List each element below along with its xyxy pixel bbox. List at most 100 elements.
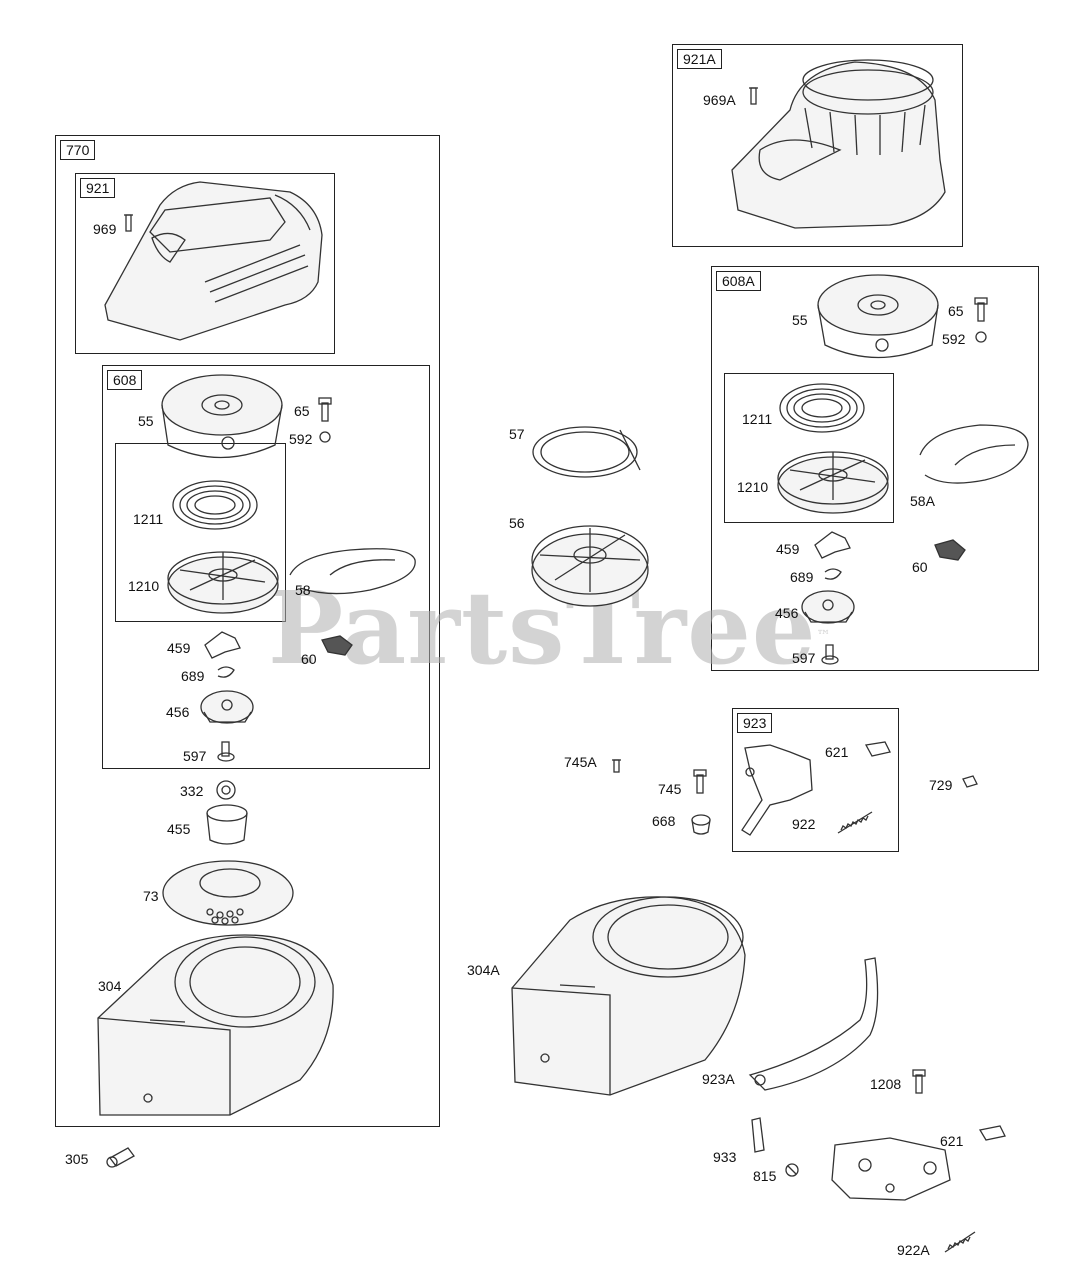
label-592-b: 592 bbox=[942, 331, 966, 347]
label-689: 689 bbox=[181, 668, 205, 684]
part-73-screen bbox=[162, 860, 294, 926]
part-65-bolt-b bbox=[974, 297, 988, 322]
label-922A: 922A bbox=[897, 1242, 930, 1258]
part-55-housing-b bbox=[817, 274, 939, 359]
part-58A-rope bbox=[919, 424, 1029, 484]
assembly-box-923: 923 bbox=[732, 708, 899, 852]
label-668: 668 bbox=[652, 813, 676, 829]
part-815-screw bbox=[785, 1163, 799, 1177]
part-668-spacer bbox=[691, 814, 711, 835]
label-60-b: 60 bbox=[912, 559, 928, 575]
label-745A: 745A bbox=[564, 754, 597, 770]
label-621: 621 bbox=[825, 744, 849, 760]
part-60-handle bbox=[321, 635, 353, 656]
part-592-nut bbox=[319, 431, 331, 443]
label-304: 304 bbox=[98, 978, 122, 994]
part-459-pawl bbox=[204, 631, 241, 659]
label-1211-b: 1211 bbox=[742, 411, 773, 427]
label-58: 58 bbox=[295, 582, 311, 598]
label-55: 55 bbox=[138, 413, 154, 429]
label-597-b: 597 bbox=[792, 650, 816, 666]
label-305: 305 bbox=[65, 1151, 89, 1167]
label-65-b: 65 bbox=[948, 303, 964, 319]
label-923A: 923A bbox=[702, 1071, 735, 1087]
part-689-clip-b bbox=[824, 568, 842, 580]
part-56-pulley bbox=[531, 525, 649, 607]
box-tag-770: 770 bbox=[60, 140, 96, 160]
label-1210-b: 1210 bbox=[737, 479, 769, 495]
watermark: PartsTree™ bbox=[268, 578, 832, 678]
part-305-bolt bbox=[106, 1147, 135, 1168]
assembly-box-770: 770 bbox=[55, 135, 440, 1127]
label-56: 56 bbox=[509, 515, 525, 531]
label-58A: 58A bbox=[910, 493, 935, 509]
part-65-bolt bbox=[318, 397, 332, 422]
part-304-housing bbox=[97, 934, 334, 1116]
part-55-housing bbox=[161, 374, 283, 459]
label-689-b: 689 bbox=[790, 569, 814, 585]
part-456-retainer bbox=[200, 690, 254, 724]
part-597-screw-b bbox=[821, 644, 839, 665]
part-745-bolt bbox=[693, 769, 707, 794]
box-tag-608A: 608A bbox=[716, 271, 761, 291]
part-921-cover bbox=[104, 181, 323, 341]
box-tag-921A: 921A bbox=[677, 49, 722, 69]
part-1211-spring bbox=[172, 480, 258, 530]
part-621-clip-b bbox=[978, 1125, 1006, 1141]
assembly-box-921: 921 bbox=[75, 173, 335, 354]
part-1210-pulley-b bbox=[777, 451, 889, 514]
part-1210-pulley bbox=[167, 551, 279, 614]
label-304A: 304A bbox=[467, 962, 500, 978]
part-304A-housing bbox=[511, 896, 746, 1096]
assembly-box-608: 608 bbox=[102, 365, 430, 769]
part-1208-bolt bbox=[912, 1069, 926, 1094]
part-governor-plate bbox=[831, 1137, 951, 1201]
part-459-pawl-b bbox=[814, 531, 851, 559]
box-tag-608: 608 bbox=[107, 370, 143, 390]
inner-box-608-spring bbox=[115, 443, 286, 622]
part-332-nut bbox=[216, 780, 236, 800]
part-921A-cover bbox=[731, 59, 946, 229]
label-459: 459 bbox=[167, 640, 191, 656]
label-922: 922 bbox=[792, 816, 816, 832]
part-923A-lever bbox=[748, 957, 879, 1091]
label-65: 65 bbox=[294, 403, 310, 419]
label-745: 745 bbox=[658, 781, 682, 797]
watermark-text: PartsTree bbox=[268, 569, 817, 687]
part-923-bracket bbox=[741, 744, 813, 836]
label-1211: 1211 bbox=[133, 511, 164, 527]
part-933-link bbox=[751, 1117, 765, 1153]
label-60: 60 bbox=[301, 651, 317, 667]
label-969A: 969A bbox=[703, 92, 736, 108]
label-456: 456 bbox=[166, 704, 190, 720]
part-57-rope bbox=[532, 426, 641, 478]
watermark-trademark: ™ bbox=[816, 628, 832, 644]
part-455-cup bbox=[206, 804, 248, 845]
label-729: 729 bbox=[929, 777, 953, 793]
part-592-nut-b bbox=[975, 331, 987, 343]
label-592: 592 bbox=[289, 431, 313, 447]
label-597: 597 bbox=[183, 748, 207, 764]
box-tag-921: 921 bbox=[80, 178, 116, 198]
part-969-screw bbox=[124, 214, 133, 232]
inner-box-608A-spring bbox=[724, 373, 894, 523]
part-1211-spring-b bbox=[779, 383, 865, 433]
label-459-b: 459 bbox=[776, 541, 800, 557]
label-933: 933 bbox=[713, 1149, 737, 1165]
label-815: 815 bbox=[753, 1168, 777, 1184]
part-689-clip bbox=[217, 666, 235, 678]
label-1208: 1208 bbox=[870, 1076, 902, 1092]
label-455: 455 bbox=[167, 821, 191, 837]
label-55-b: 55 bbox=[792, 312, 808, 328]
part-969A-screw bbox=[749, 87, 758, 105]
label-332: 332 bbox=[180, 783, 204, 799]
box-tag-923: 923 bbox=[737, 713, 773, 733]
label-73: 73 bbox=[143, 888, 159, 904]
label-969: 969 bbox=[93, 221, 117, 237]
part-58-rope bbox=[289, 548, 416, 595]
label-57: 57 bbox=[509, 426, 525, 442]
part-745A-screw bbox=[612, 759, 621, 773]
part-621-clip bbox=[864, 741, 891, 757]
